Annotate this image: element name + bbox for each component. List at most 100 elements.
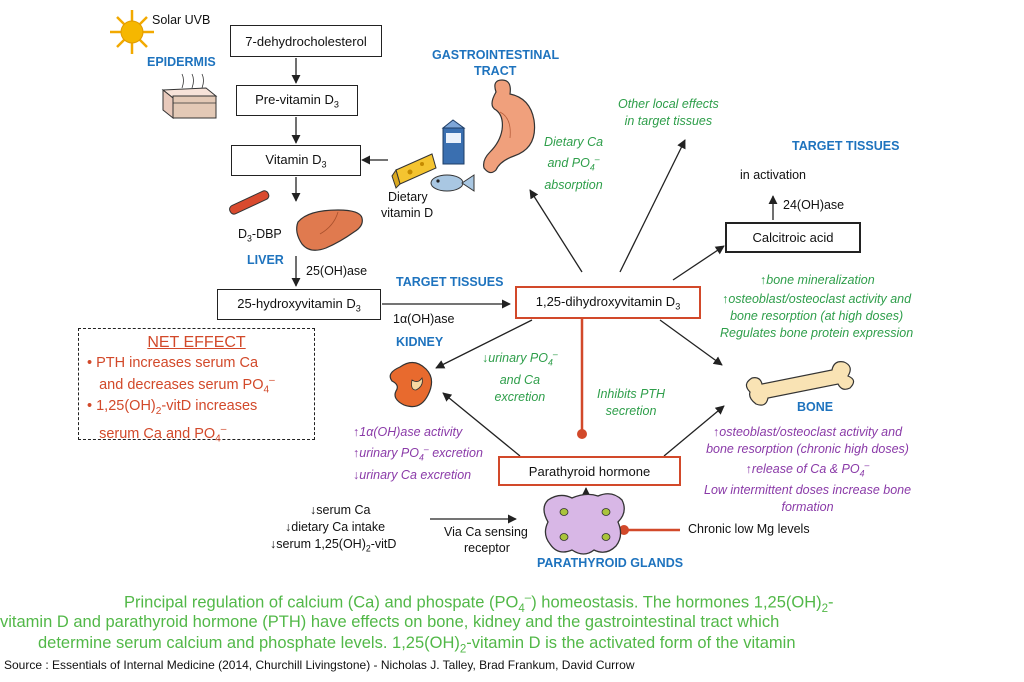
bone-mineralization: ↑bone mineralization (760, 273, 875, 287)
net-b1-2: and decreases serum PO (99, 376, 264, 393)
net-effect-bullet-1: • PTH increases serum Ca and decreases s… (87, 354, 275, 400)
inhibit-mg-gland-end (619, 525, 629, 535)
vitd-sub: 3 (321, 159, 327, 170)
urinary-po4-2: and Ca (499, 372, 541, 387)
inhibits-pth-1: Inhibits PTH (597, 387, 666, 401)
box-parathyroid-hormone: Parathyroid hormone (498, 456, 681, 486)
osteo-1: osteoblast/osteoclast activity and (728, 292, 912, 306)
box-vitamin-d3: Vitamin D3 (231, 145, 361, 176)
inhibits-pth-2: secretion (605, 404, 657, 418)
25ohase-label: 25(OH)ase (306, 264, 368, 278)
kid-1: 1α(OH)ase activity (359, 425, 463, 439)
target-tissues-right-label: TARGET TISSUES (792, 139, 900, 153)
box-7-dehydrocholesterol-label: 7-dehydrocholesterol (245, 33, 367, 49)
bullet-1: • (87, 355, 93, 371)
d3dbp-sub: 3 (247, 233, 252, 244)
dietary-ca-2: and PO (547, 156, 590, 171)
net-effect-bullet-2: • 1,25(OH)2-vitD increases serum Ca and … (87, 397, 257, 449)
dietary-vitd-label-2: vitamin D (381, 206, 434, 220)
box-vitamin-d3-label: Vitamin D3 (265, 152, 326, 170)
chronic-mg-label: Chronic low Mg levels (688, 522, 810, 536)
stim-3-sub: 2 (365, 543, 371, 554)
sun-icon (110, 10, 154, 54)
bone-min-text: bone mineralization (766, 273, 875, 287)
kidney-label: KIDNEY (396, 335, 444, 349)
fish-icon (430, 174, 475, 192)
via-ca-label-2: receptor (464, 541, 510, 555)
arrow-125-kidney (435, 319, 533, 369)
bone-2: bone resorption (chronic high doses) (706, 441, 909, 456)
stim-1: serum Ca (316, 503, 371, 517)
osteo-arrow: ↑ (722, 292, 729, 306)
dihydroxy-sub: 3 (675, 301, 681, 312)
kid-2b: excretion (428, 446, 483, 461)
other-local-effects: Other local effects in target tissues (618, 96, 719, 130)
inhibit-125-pth-end (577, 429, 587, 439)
bone-label: BONE (797, 400, 834, 414)
kid-2: urinary PO (359, 446, 419, 461)
kid-arrow-3: ↓ (353, 467, 360, 482)
bone-pth-effects: ↑osteoblast/osteoclast activity and bone… (704, 424, 911, 515)
net-b1-sup: – (269, 375, 275, 386)
arrow-pth-kidney (442, 392, 521, 457)
cap-3a: determine serum calcium and phosphate le… (38, 634, 460, 652)
net-effect-box: NET EFFECT • PTH increases serum Ca and … (78, 328, 315, 445)
parathyroid-gland-icon (543, 493, 625, 555)
net-b2-2: serum Ca and PO (99, 425, 216, 442)
other-local-1: Other local effects (618, 97, 719, 111)
previt-text: Pre-vitamin D (255, 91, 334, 107)
net-b1-1: PTH increases serum Ca (96, 355, 259, 371)
liver-icon (296, 209, 363, 251)
urinary-po4-arrow: ↓ (482, 351, 489, 366)
in-activation-label: in activation (740, 168, 807, 182)
box-25-hydroxy-label: 25-hydroxyvitamin D3 (237, 296, 361, 314)
net-b2-sub4: 4 (215, 433, 221, 445)
dietary-ca-supminus: – (594, 154, 600, 164)
kid-2-sup: – (423, 444, 429, 454)
dbp-carrier-icon (229, 190, 270, 215)
kid-3: urinary Ca excretion (359, 467, 472, 482)
arrow-125-bone (659, 319, 723, 366)
solar-uvb-label: Solar UVB (152, 13, 211, 27)
arrow-pth-bone (663, 405, 725, 457)
net-b1-sub: 4 (263, 384, 270, 396)
bone-3-sub: 4 (859, 468, 865, 479)
gi-tract-label-2: TRACT (474, 64, 517, 78)
bone-min-arrow: ↑ (760, 273, 767, 287)
kid-arrow-2: ↑ (353, 446, 360, 461)
box-125-dihydroxyvitamin-d3: 1,25-dihydroxyvitamin D3 (515, 286, 701, 319)
d3dbp-d: D (238, 227, 248, 241)
stomach-icon (483, 79, 536, 174)
stimulus-serum-ca: ↓serum Ca (310, 503, 370, 517)
arrow-125-gi (529, 189, 583, 273)
bone-arrow-1: ↑ (713, 425, 720, 439)
source-citation: Source : Essentials of Internal Medicine… (4, 658, 635, 672)
stimulus-serum-125: ↓serum 1,25(OH)2-vitD (270, 537, 396, 554)
box-previtamin-d3-label: Pre-vitamin D3 (255, 92, 339, 110)
cap-3b: -vitamin D is the activated form of the … (466, 634, 796, 652)
kidney-pth-effects: ↑1α(OH)ase activity ↑urinary PO4– excret… (353, 424, 483, 484)
skin-icon (161, 73, 218, 120)
milk-carton-icon (441, 119, 466, 165)
box-125-label: 1,25-dihydroxyvitamin D3 (536, 294, 681, 312)
stim-3-rest: -vitD (370, 537, 397, 551)
stim-arrow-2: ↓ (285, 520, 292, 534)
caption-line-2: vitamin D and parathyroid hormone (PTH) … (0, 613, 780, 631)
parathyroid-glands-label: PARATHYROID GLANDS (537, 556, 684, 570)
net-b2-1: 1,25(OH) (96, 398, 156, 414)
bullet-2: • (87, 398, 93, 414)
dietary-ca-3: absorption (544, 177, 603, 192)
dietary-vitd-label-1: Dietary (388, 190, 428, 204)
net-b2-sup: – (220, 423, 227, 435)
inhibits-pth-secretion: Inhibits PTH secretion (597, 386, 665, 420)
box-previtamin-d3: Pre-vitamin D3 (236, 85, 358, 116)
other-local-2: in target tissues (624, 114, 713, 128)
vitd-text: Vitamin D (265, 151, 322, 167)
kid-2-sub: 4 (419, 452, 424, 463)
caption-line-1: Principal regulation of calcium (Ca) and… (124, 592, 834, 615)
urinary-po4-sup: – (552, 349, 558, 359)
cap-3-sub2: 2 (459, 643, 467, 656)
